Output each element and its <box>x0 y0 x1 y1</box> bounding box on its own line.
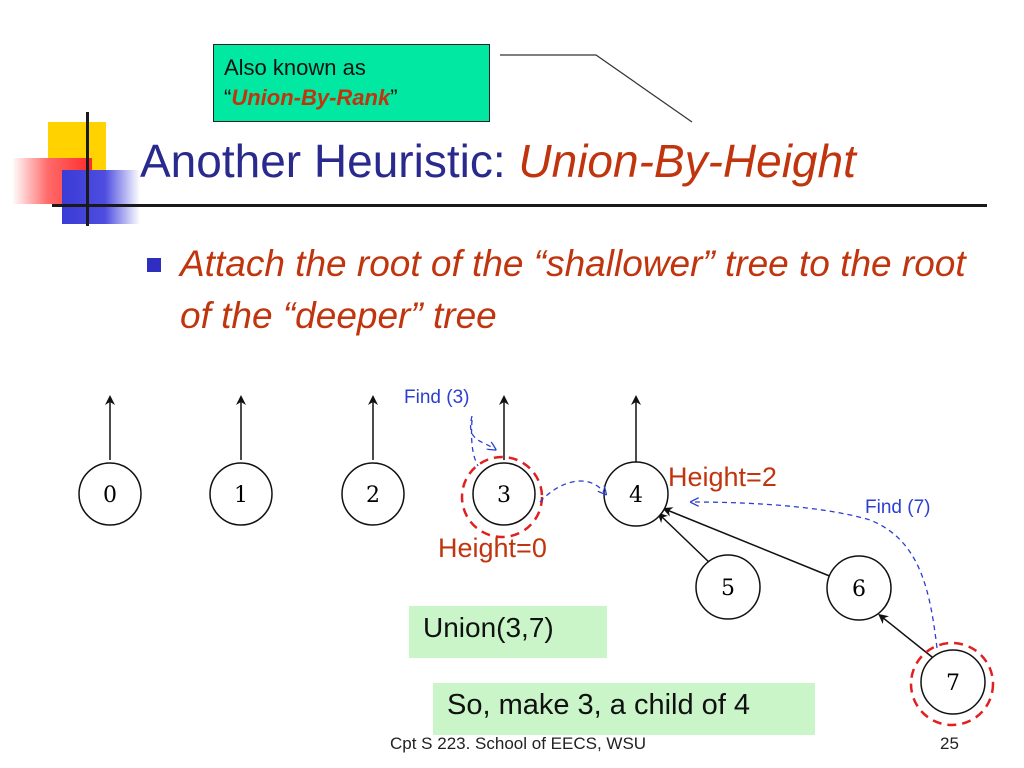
node-4: 4 <box>603 461 669 527</box>
node-0: 0 <box>78 462 142 526</box>
highlight-node-7 <box>909 641 995 727</box>
bullet-square-icon <box>147 258 161 272</box>
title-underline <box>52 204 987 207</box>
logo-blue-square <box>62 170 140 224</box>
node-label-5: 5 <box>721 576 735 601</box>
find3-path <box>469 415 493 448</box>
footer-page-number: 25 <box>940 734 959 753</box>
highlight-node-3 <box>460 455 544 539</box>
node-label-7: 7 <box>946 671 960 696</box>
node-5: 5 <box>695 554 761 620</box>
node-label-4: 4 <box>629 483 643 508</box>
callout-line1: Also known as <box>224 55 366 80</box>
find7-label: Find (7) <box>865 497 931 518</box>
callout-emphasis: Union-By-Rank <box>231 85 391 110</box>
node-6: 6 <box>826 555 892 621</box>
edge-5-to-4 <box>657 512 713 566</box>
conclusion-box: So, make 3, a child of 4 <box>433 683 815 735</box>
logo-vertical-line <box>86 112 89 226</box>
node-3: 3 <box>472 462 536 526</box>
node-7: 7 <box>920 649 986 715</box>
height2-label: Height=2 <box>668 462 777 492</box>
find3-path-2 <box>470 419 479 467</box>
slide-title: Another Heuristic: Union-By-Height <box>140 134 856 188</box>
node-label-3: 3 <box>497 483 511 508</box>
node-2: 2 <box>341 462 405 526</box>
union-link-path <box>539 480 604 503</box>
height0-label: Height=0 <box>438 533 547 563</box>
node-label-2: 2 <box>366 483 380 508</box>
find3-label: Find (3) <box>404 387 470 408</box>
footer-course: Cpt S 223. School of EECS, WSU <box>390 734 647 753</box>
callout-open-quote: “ <box>224 85 232 110</box>
callout-box: Also known as “Union-By-Rank” <box>213 44 490 122</box>
callout-connector <box>500 54 693 123</box>
callout-close-quote: ” <box>390 85 398 110</box>
edge-7-to-6 <box>878 613 933 658</box>
node-label-6: 6 <box>852 577 866 602</box>
title-plain: Another Heuristic: <box>140 135 519 187</box>
node-label-1: 1 <box>234 483 248 508</box>
node-label-0: 0 <box>103 483 117 508</box>
union-call-box: Union(3,7) <box>409 606 607 658</box>
edge-6-to-4 <box>662 507 833 578</box>
title-emphasis: Union-By-Height <box>518 135 856 187</box>
node-1: 1 <box>209 462 273 526</box>
callout-line2: “Union-By-Rank” <box>224 83 479 113</box>
find7-path <box>694 502 938 649</box>
bullet-text: Attach the root of the “shallower” tree … <box>180 243 966 336</box>
